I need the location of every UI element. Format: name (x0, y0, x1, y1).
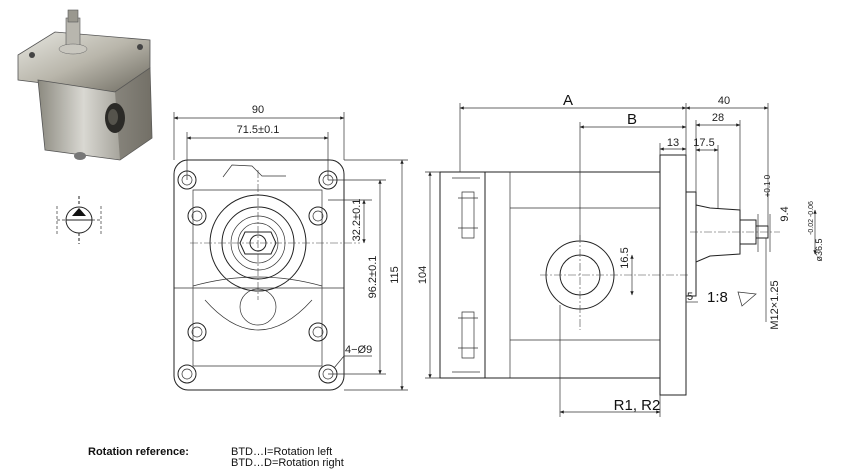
dim-taper: 1:8 (707, 289, 728, 306)
dim-shaft-dia: ø36.5 (814, 238, 824, 261)
rotation-reference-label: Rotation reference: (88, 446, 189, 458)
side-view: A B 40 28 13 17.5 104 16.5 5 1:8 (417, 92, 824, 417)
dim-115: 115 (389, 266, 401, 284)
dim-ports: R1, R2 (614, 397, 661, 414)
hydraulic-pump-symbol-icon (56, 196, 102, 244)
dim-holes: 4−Ø9 (345, 344, 372, 356)
dim-13: 13 (667, 137, 679, 149)
bolt-holes (177, 170, 338, 384)
dim-90: 90 (252, 104, 264, 116)
dim-71-5: 71.5±0.1 (237, 124, 280, 136)
pump-photo (17, 9, 153, 161)
dim-96-2: 96.2±0.1 (367, 256, 379, 299)
dim-5: 5 (687, 291, 693, 303)
dim-thread: M12×1.25 (769, 280, 781, 329)
dim-b: B (627, 111, 637, 128)
dim-32-2: 32.2±0.1 (351, 199, 363, 242)
rotation-left-line: BTD…I=Rotation left (231, 446, 333, 458)
dim-17-5: 17.5 (693, 137, 714, 149)
dim-28: 28 (712, 112, 724, 124)
rotation-right-line: BTD…D=Rotation right (231, 457, 344, 469)
front-view: 90 71.5±0.1 115 96.2±0.1 32.2±0.1 4−Ø9 (173, 104, 408, 391)
dim-9-4: 9.4 (779, 206, 791, 221)
dim-9-4-tol: +0.1 0 (763, 174, 772, 197)
dim-16-5: 16.5 (619, 247, 631, 268)
dim-40: 40 (718, 95, 730, 107)
dim-a: A (563, 92, 573, 109)
dim-104: 104 (417, 266, 429, 284)
dim-shaft-dia-tol: -0.02 -0.06 (808, 201, 815, 235)
